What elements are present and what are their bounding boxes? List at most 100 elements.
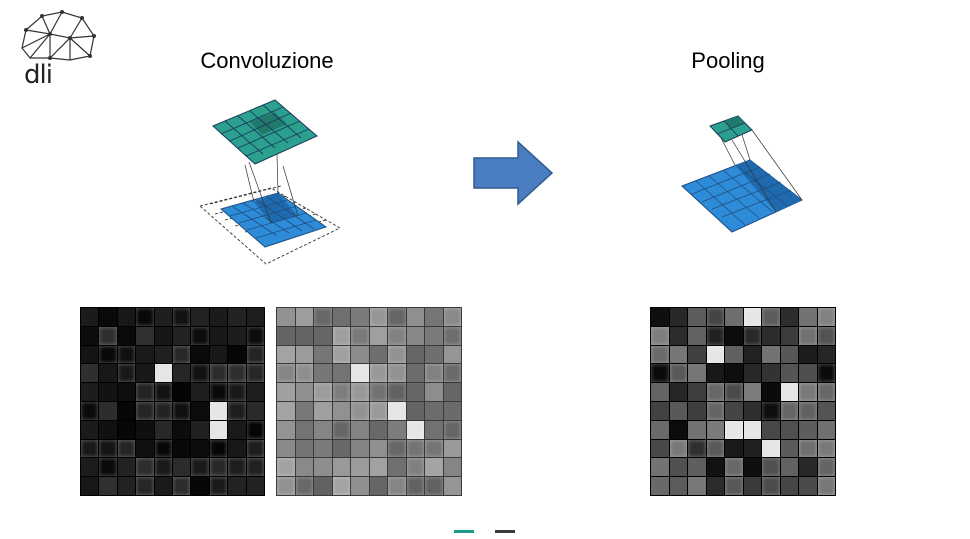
feature-map-tile — [172, 308, 191, 326]
feature-map-tile — [651, 458, 669, 477]
feature-map-tile — [762, 383, 780, 401]
feature-map-tile — [388, 420, 406, 439]
feature-map-tile — [117, 383, 136, 401]
feature-map-tile — [136, 420, 154, 439]
feature-map-tile — [99, 345, 117, 364]
feature-map-tile — [688, 401, 706, 420]
feature-map-tile — [688, 308, 706, 326]
feature-map-tile — [388, 345, 406, 364]
feature-map-tile — [209, 308, 228, 326]
pooling-output-grid — [709, 115, 753, 143]
feature-map-tile — [246, 439, 264, 458]
feature-map-tile — [762, 401, 780, 420]
feature-map-tile — [295, 420, 313, 439]
feature-map-tile — [669, 477, 687, 495]
feature-map-tile — [191, 458, 209, 477]
feature-map-tile — [295, 439, 313, 458]
feature-map-tile — [762, 420, 780, 439]
feature-map-pooling — [650, 307, 836, 496]
feature-map-tile — [246, 458, 264, 477]
feature-map-tile — [332, 345, 350, 364]
feature-map-tile — [246, 420, 264, 439]
feature-map-tile — [369, 308, 387, 326]
feature-map-tile — [725, 383, 743, 401]
feature-map-tile — [443, 345, 461, 364]
feature-map-tile — [406, 383, 424, 401]
feature-map-tile — [799, 401, 817, 420]
feature-map-tile — [277, 439, 295, 458]
feature-map-tile — [406, 477, 424, 495]
feature-map-tile — [688, 458, 706, 477]
feature-map-convolution-filters — [276, 307, 462, 496]
feature-map-tile — [228, 477, 246, 495]
feature-map-tile — [228, 308, 246, 326]
feature-map-tile — [799, 345, 817, 364]
feature-map-tile — [706, 364, 724, 383]
feature-map-tile — [351, 420, 369, 439]
feature-map-tile — [209, 458, 228, 477]
feature-map-tile — [406, 439, 424, 458]
feature-map-tile — [351, 458, 369, 477]
feature-map-tile — [725, 345, 743, 364]
feature-map-tile — [669, 364, 687, 383]
brain-network-icon — [21, 10, 96, 61]
feature-map-tile — [743, 383, 761, 401]
feature-map-tile — [209, 345, 228, 364]
feature-map-tile — [99, 420, 117, 439]
feature-map-tile — [425, 401, 443, 420]
feature-map-tile — [780, 420, 798, 439]
feature-map-tile — [706, 326, 724, 345]
feature-map-tile — [136, 383, 154, 401]
slide-indicator-active[interactable] — [454, 530, 474, 533]
feature-map-tile — [136, 439, 154, 458]
feature-map-tile — [780, 326, 798, 345]
feature-map-tile — [817, 383, 835, 401]
feature-map-tile — [81, 383, 99, 401]
feature-map-tile — [817, 420, 835, 439]
feature-map-tile — [228, 326, 246, 345]
feature-map-tile — [743, 477, 761, 495]
feature-map-tile — [762, 345, 780, 364]
feature-map-tile — [81, 308, 99, 326]
feature-map-tile — [406, 326, 424, 345]
feature-map-tile — [154, 477, 172, 495]
feature-map-tile — [351, 326, 369, 345]
feature-map-tile — [117, 401, 136, 420]
feature-map-tile — [762, 326, 780, 345]
feature-map-tile — [762, 458, 780, 477]
feature-map-tile — [669, 345, 687, 364]
feature-map-tile — [172, 458, 191, 477]
feature-map-tile — [332, 420, 350, 439]
feature-map-tile — [81, 345, 99, 364]
feature-map-tile — [780, 383, 798, 401]
slide-indicator-inactive[interactable] — [495, 530, 515, 533]
feature-map-tile — [725, 439, 743, 458]
feature-map-tile — [706, 477, 724, 495]
feature-map-tile — [780, 345, 798, 364]
feature-map-tile — [117, 345, 136, 364]
feature-map-tile — [277, 326, 295, 345]
feature-map-tile — [136, 458, 154, 477]
feature-map-tile — [246, 326, 264, 345]
feature-map-tile — [117, 458, 136, 477]
feature-map-tile — [209, 383, 228, 401]
feature-map-tile — [99, 477, 117, 495]
feature-map-tile — [172, 364, 191, 383]
feature-map-tile — [246, 364, 264, 383]
feature-map-tile — [277, 383, 295, 401]
feature-map-tile — [406, 345, 424, 364]
feature-map-tile — [743, 420, 761, 439]
feature-map-tile — [425, 420, 443, 439]
feature-map-tile — [725, 477, 743, 495]
feature-map-tile — [154, 308, 172, 326]
feature-map-tile — [172, 383, 191, 401]
feature-map-tile — [651, 420, 669, 439]
feature-map-tile — [136, 326, 154, 345]
feature-map-tile — [99, 401, 117, 420]
feature-map-tile — [314, 326, 332, 345]
feature-map-tile — [117, 439, 136, 458]
feature-map-tile — [406, 401, 424, 420]
feature-map-tile — [246, 401, 264, 420]
feature-map-tile — [277, 401, 295, 420]
feature-map-tile — [277, 458, 295, 477]
